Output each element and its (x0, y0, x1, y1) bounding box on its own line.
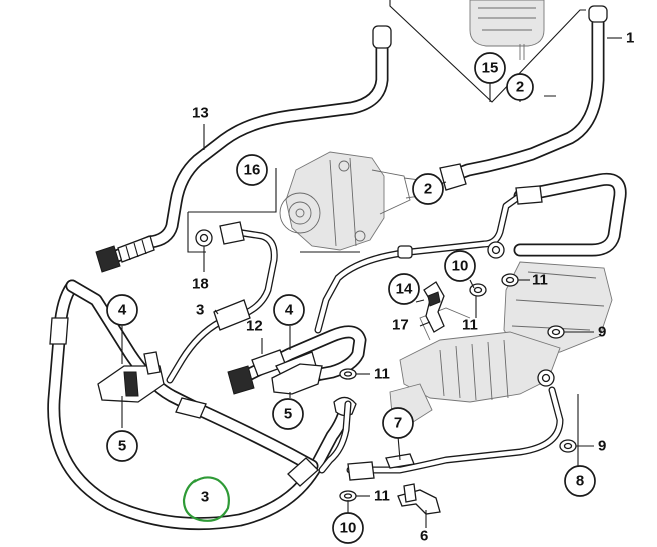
svg-text:16: 16 (244, 162, 261, 179)
label-6: 6 (420, 528, 428, 545)
svg-text:2: 2 (424, 181, 432, 198)
svg-text:7: 7 (394, 415, 402, 432)
callout-2-top: 2 (506, 73, 534, 101)
callout-15: 15 (474, 52, 506, 84)
svg-text:4: 4 (285, 302, 294, 319)
bracket-right (271, 363, 323, 395)
callout-8: 8 (564, 465, 596, 497)
return-pipe (314, 172, 627, 334)
callout-2-mid: 2 (412, 173, 444, 205)
svg-text:2: 2 (516, 79, 524, 96)
label-1: 1 (626, 30, 634, 47)
reference-box (187, 168, 360, 253)
callout-4-right: 4 (273, 294, 305, 326)
svg-text:5: 5 (284, 406, 292, 423)
label-17: 17 (392, 317, 409, 334)
clip-14-17 (423, 281, 445, 333)
svg-text:5: 5 (118, 438, 126, 455)
label-11-d: 11 (374, 488, 390, 505)
label-9-upper: 9 (598, 324, 606, 341)
hose-1 (439, 5, 608, 191)
highlight-circle-3: 3 (182, 476, 230, 522)
svg-text:14: 14 (396, 281, 413, 298)
label-12: 12 (246, 318, 263, 335)
reference-box-top (389, 0, 586, 103)
callout-7: 7 (382, 407, 414, 439)
label-9-lower: 9 (598, 438, 606, 455)
svg-text:4: 4 (118, 302, 127, 319)
callout-10-upper: 10 (444, 250, 476, 282)
bracket-left (97, 351, 165, 403)
hose-3 (47, 279, 357, 531)
label-3-upper: 3 (196, 302, 204, 319)
steering-pump-sketch (279, 151, 421, 251)
label-18: 18 (192, 276, 209, 293)
label-11-c: 11 (462, 317, 478, 334)
label-11-b: 11 (532, 272, 548, 289)
label-11-a: 11 (374, 366, 390, 383)
callout-5-left: 5 (106, 430, 138, 462)
callout-10-lower: 10 (332, 512, 364, 544)
label-13: 13 (192, 105, 209, 122)
callout-14: 14 (388, 273, 420, 305)
reservoir-sketch (469, 0, 545, 60)
steering-gear-sketch (389, 261, 613, 425)
hose-13 (95, 25, 392, 273)
svg-text:15: 15 (482, 60, 499, 77)
svg-text:10: 10 (452, 258, 469, 275)
callout-16: 16 (236, 154, 268, 186)
svg-text:10: 10 (340, 520, 357, 537)
callout-4-left: 4 (106, 294, 138, 326)
svg-text:8: 8 (576, 473, 584, 490)
svg-text:3: 3 (201, 489, 209, 506)
callout-5-right: 5 (272, 398, 304, 430)
